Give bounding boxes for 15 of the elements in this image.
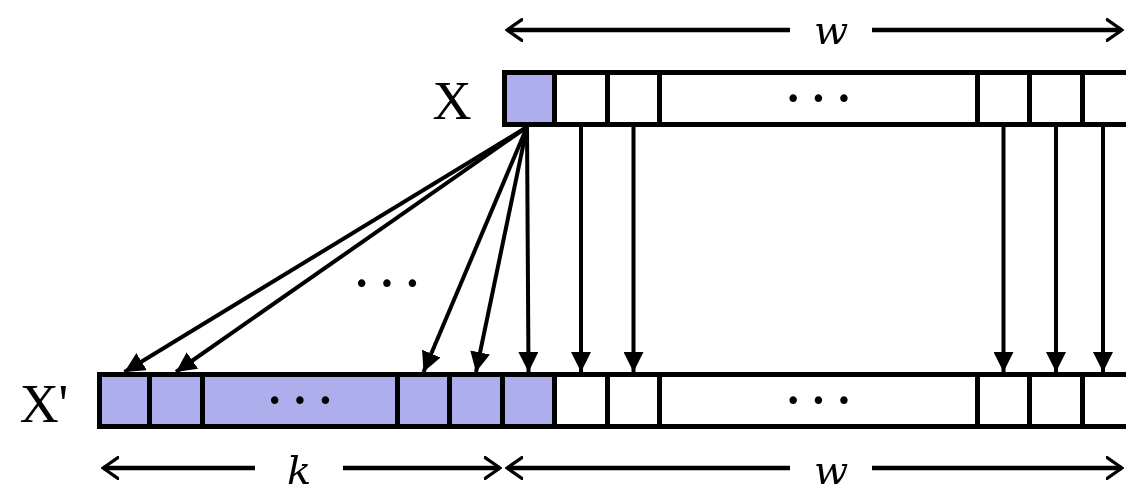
dimension-label: w — [813, 10, 849, 50]
ellipsis-text: ••• — [354, 271, 430, 297]
array-label: X — [432, 74, 472, 128]
dimension-label: w — [813, 450, 849, 488]
ellipsis-text: ••• — [784, 85, 862, 112]
arrow — [571, 127, 591, 372]
array-label: X' — [19, 377, 69, 431]
arrow — [1093, 127, 1113, 372]
arrow — [1046, 127, 1066, 372]
dimension-label: k — [286, 450, 312, 488]
arrow — [623, 127, 644, 372]
arrow — [518, 127, 539, 372]
ellipsis-text: ••• — [784, 387, 862, 414]
ellipsis-text: ••• — [266, 387, 343, 414]
arrow — [993, 127, 1014, 372]
